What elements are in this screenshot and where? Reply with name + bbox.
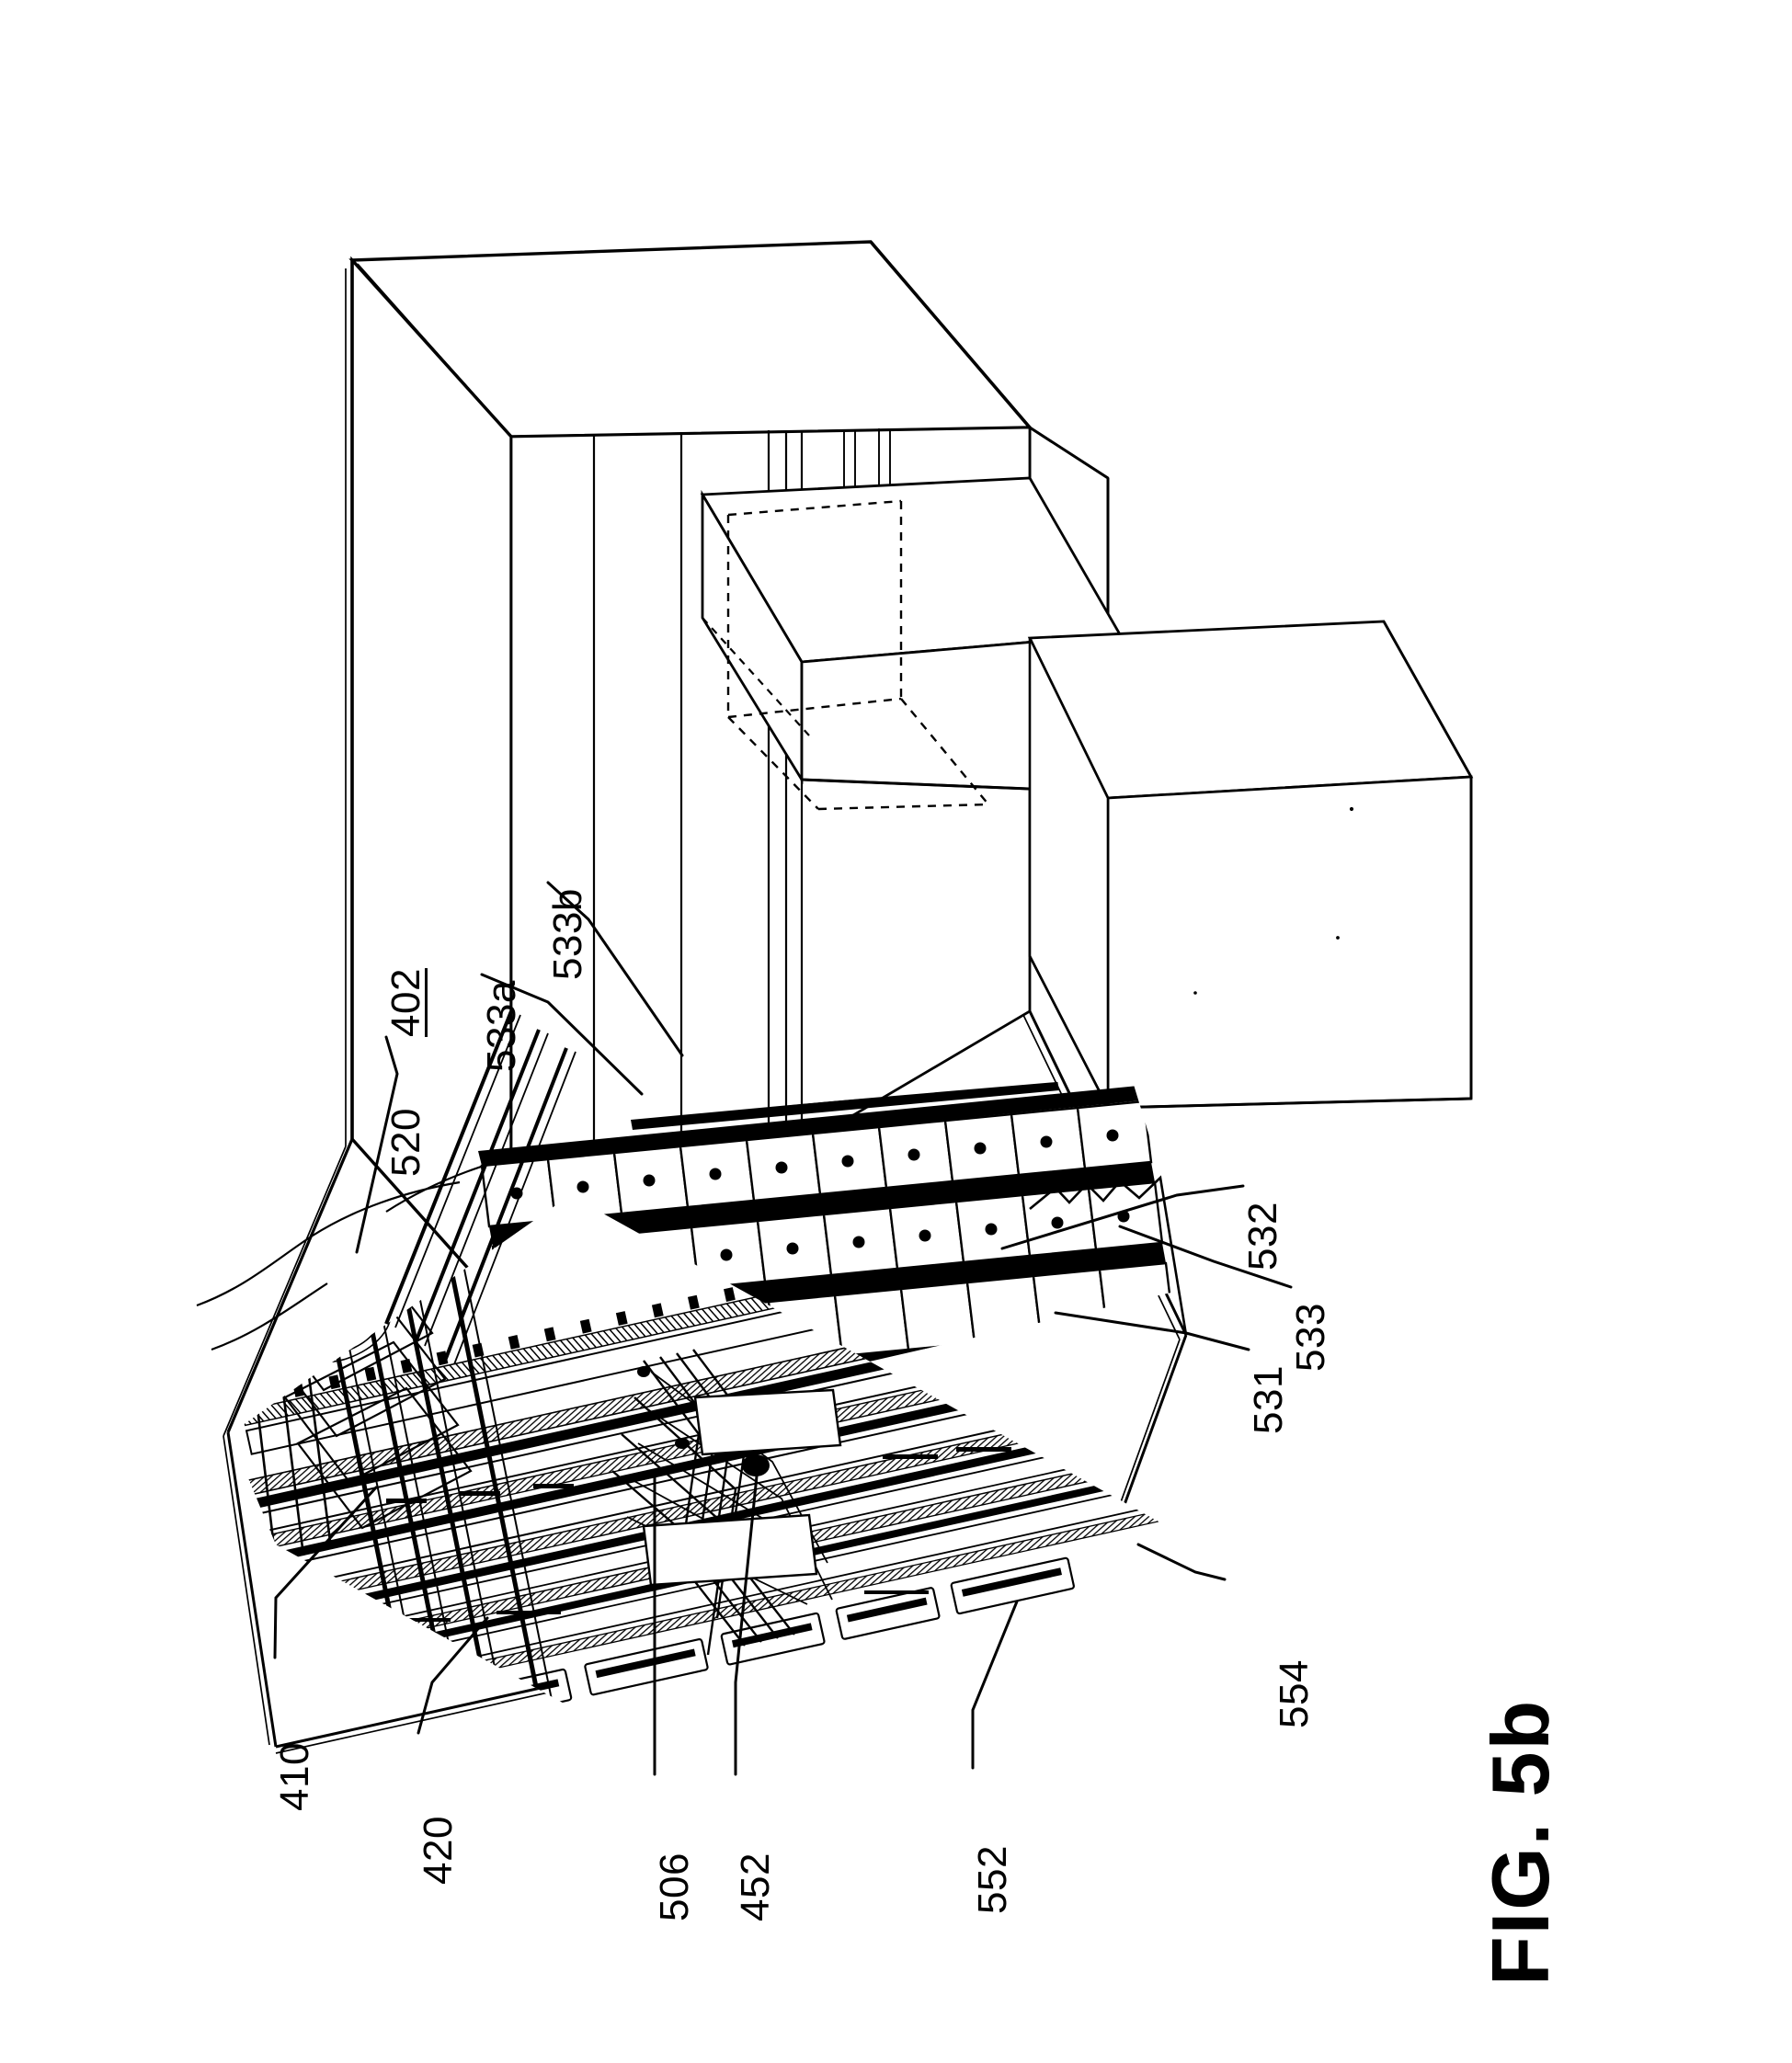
ref-label-531: 531	[1246, 1365, 1291, 1434]
tray-row-1	[478, 1085, 1153, 1228]
leader-554	[1136, 1543, 1227, 1581]
ref-label-533b: 533b	[545, 888, 590, 980]
leader-532	[1000, 1184, 1245, 1250]
ref-label-452: 452	[733, 1852, 778, 1921]
leader-533b	[546, 881, 684, 1057]
ref-label-533a: 533a	[479, 980, 524, 1072]
leader-531	[1054, 1311, 1250, 1351]
ref-label-402: 402	[383, 968, 428, 1037]
ref-label-506: 506	[652, 1852, 697, 1921]
leader-410	[273, 1486, 378, 1659]
break-line	[1029, 1175, 1188, 1336]
floor-left-edge	[226, 1431, 278, 1748]
tray-rail-mid-1	[489, 1162, 1155, 1247]
leader-533	[1118, 1225, 1293, 1289]
leader-552	[971, 1600, 1019, 1770]
cabinet-right-lower-block	[1027, 620, 1474, 1110]
tray-rail-top	[478, 1085, 1151, 1166]
ref-label-532: 532	[1240, 1202, 1285, 1271]
leader-533a	[480, 973, 644, 1096]
gantry-carriage	[611, 1349, 842, 1656]
tray-top-cap	[631, 1080, 1059, 1130]
cabinet-right-top-edge	[869, 240, 1032, 429]
duct-hidden-edges	[726, 499, 989, 811]
ref-label-554: 554	[1272, 1659, 1317, 1728]
leader-lines	[273, 881, 1293, 1776]
leader-452	[734, 1465, 759, 1776]
leader-420	[417, 1616, 489, 1735]
cabinet-lower-left-corner	[226, 1138, 354, 1433]
ref-label-520: 520	[383, 1108, 428, 1177]
right-block-front-face	[1106, 775, 1473, 1110]
tray-row-1-dots	[510, 1129, 1119, 1200]
ref-label-552: 552	[970, 1845, 1015, 1914]
ref-label-410: 410	[272, 1742, 317, 1811]
ref-label-533: 533	[1288, 1303, 1333, 1372]
figure-caption: FIG. 5b	[1475, 1698, 1566, 1986]
frame-posts	[384, 1010, 576, 1365]
ref-label-420: 420	[416, 1816, 461, 1885]
leader-520	[355, 1035, 399, 1254]
cut-boundary-curves	[196, 1147, 553, 1351]
